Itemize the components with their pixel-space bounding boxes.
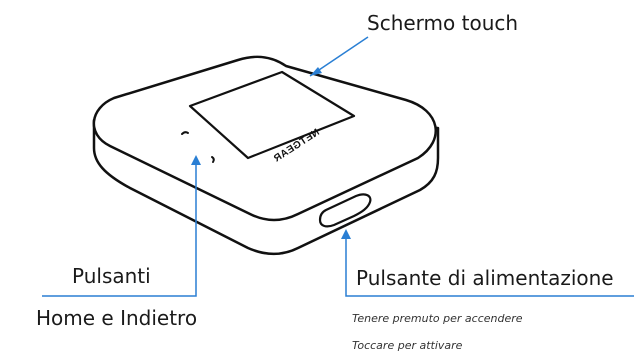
- touchscreen-callout-arrow: [310, 67, 322, 76]
- buttons-label-line2: Home e Indietro: [36, 306, 198, 330]
- touchscreen: [188, 70, 356, 160]
- buttons-callout-arrow: [191, 155, 201, 165]
- touchscreen-label: Schermo touch: [367, 11, 519, 35]
- power-label: Pulsante di alimentazione: [356, 266, 614, 290]
- power-callout-line: [345, 236, 634, 297]
- buttons-label-line1: Pulsanti: [72, 264, 151, 288]
- power-callout-arrow: [341, 229, 351, 239]
- back-icon: [211, 156, 215, 163]
- home-icon: [181, 131, 189, 135]
- power-note-tap: Toccare per attivare: [352, 339, 463, 352]
- power-button: [318, 193, 372, 228]
- buttons-callout-line: [42, 162, 197, 297]
- power-note-hold: Tenere premuto per accendere: [352, 312, 523, 325]
